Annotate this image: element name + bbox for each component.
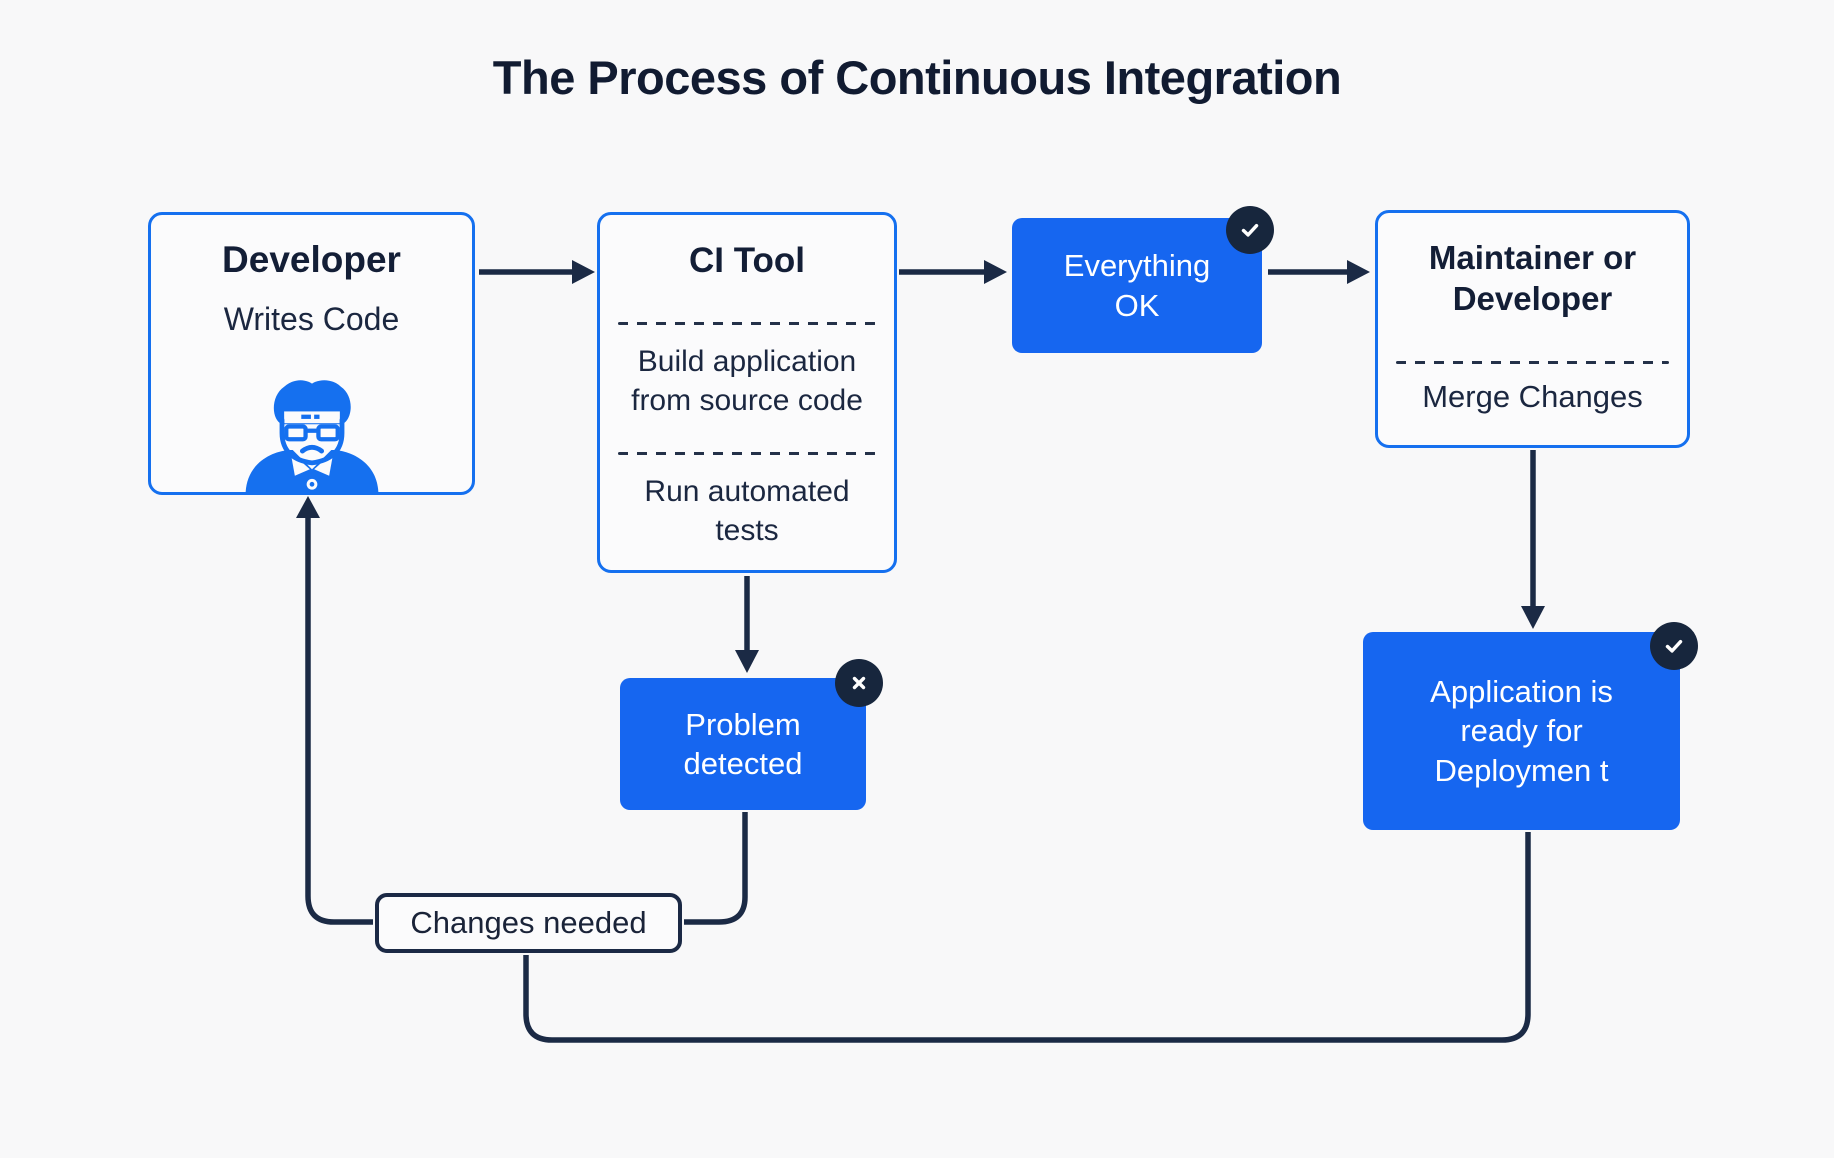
check-icon xyxy=(1241,223,1259,237)
status-badge-error xyxy=(835,659,883,707)
node-everything-ok: Everything OK xyxy=(1012,218,1262,353)
ci-step-build: Build application from source code xyxy=(631,345,863,417)
application-ready-label: Application is ready for Deploymen t xyxy=(1430,673,1613,788)
developer-avatar-icon xyxy=(245,380,378,492)
edge-changes-to-developer xyxy=(305,516,373,925)
edge-problem-to-changes xyxy=(684,812,748,925)
ci-step-tests: Run automated tests xyxy=(644,475,850,547)
arrowhead-icon xyxy=(572,260,595,284)
node-changes-needed: Changes needed xyxy=(375,893,682,953)
arrowhead-icon xyxy=(296,496,320,518)
maintainer-subtitle: Merge Changes xyxy=(1422,379,1643,414)
node-maintainer: Maintainer or Developer Merge Changes xyxy=(1375,210,1690,448)
node-application-ready: Application is ready for Deploymen t xyxy=(1363,632,1680,830)
arrowhead-icon xyxy=(984,260,1007,284)
arrowhead-icon xyxy=(1521,606,1545,629)
node-developer: Developer Writes Code xyxy=(148,212,475,495)
dashed-divider xyxy=(1396,361,1669,364)
developer-title: Developer xyxy=(222,239,401,280)
everything-ok-label: Everything OK xyxy=(1063,248,1211,323)
ci-tool-title: CI Tool xyxy=(689,241,805,280)
node-problem-detected: Problem detected xyxy=(620,678,866,810)
check-icon xyxy=(1665,639,1683,653)
arrowhead-icon xyxy=(735,650,759,673)
developer-subtitle: Writes Code xyxy=(223,301,400,337)
node-ci-tool: CI Tool Build application from source co… xyxy=(597,212,897,573)
dashed-divider xyxy=(618,452,876,455)
problem-detected-label: Problem detected xyxy=(683,706,803,781)
changes-needed-label: Changes needed xyxy=(410,905,647,940)
page-title: The Process of Continuous Integration xyxy=(492,51,1342,104)
x-icon xyxy=(852,676,866,690)
status-badge-success xyxy=(1226,206,1274,254)
maintainer-title: Maintainer or Developer xyxy=(1428,239,1637,318)
dashed-divider xyxy=(618,322,876,325)
status-badge-success xyxy=(1650,622,1698,670)
arrowhead-icon xyxy=(1347,260,1370,284)
